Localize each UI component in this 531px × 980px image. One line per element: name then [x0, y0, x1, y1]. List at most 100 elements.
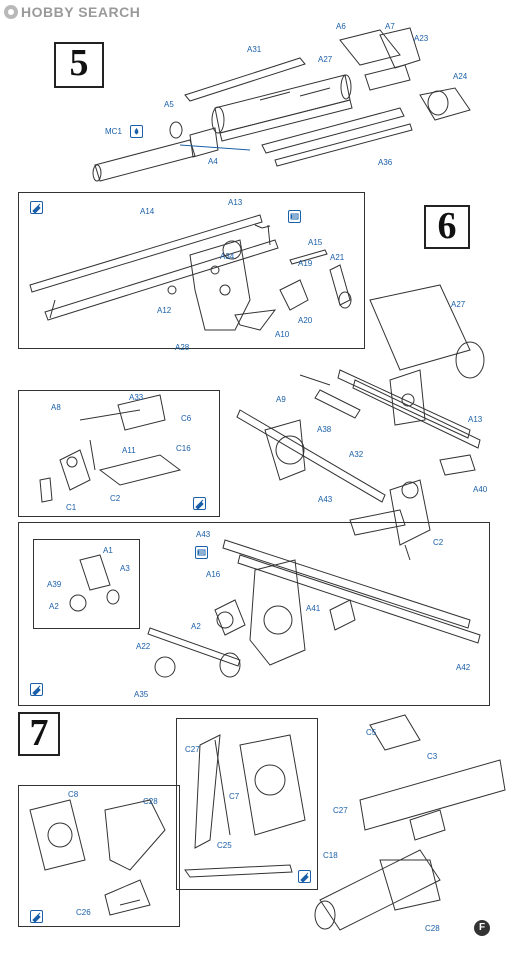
part-label: A39	[47, 580, 62, 589]
part-label: A24	[453, 72, 468, 81]
step7-trail	[359, 759, 506, 831]
part-label: A5	[164, 100, 174, 109]
step7-c28-plate	[379, 859, 441, 911]
part-label: C18	[323, 851, 338, 860]
cement-icon	[195, 546, 208, 559]
part-label: A13	[468, 415, 483, 424]
part-label: A3	[120, 564, 130, 573]
part-label: A1	[103, 546, 113, 555]
hobby-search-watermark: HOBBY SEARCH	[4, 4, 140, 20]
part-label: A36	[378, 158, 393, 167]
part-label: C7	[229, 792, 240, 801]
step7-c25-spade	[184, 864, 293, 878]
part-label: A32	[349, 450, 364, 459]
part-label: A13	[228, 198, 243, 207]
paint-brush-icon	[193, 497, 206, 510]
step6-a22-shaft	[147, 627, 241, 667]
part-label: A35	[134, 690, 149, 699]
part-label: A43	[196, 530, 211, 539]
part-label: C2	[433, 538, 444, 547]
part-label: A38	[317, 425, 332, 434]
part-label: A4	[208, 157, 218, 166]
part-label: A28	[175, 343, 190, 352]
part-label: C16	[176, 444, 191, 453]
step7-lower-trail	[319, 849, 441, 931]
paint-brush-icon	[298, 870, 311, 883]
step7-c27-shield	[194, 734, 221, 849]
step5-rail	[261, 107, 405, 154]
step6-lower-plate	[249, 559, 306, 666]
step-6-box: 6	[424, 205, 470, 249]
step6-lower-sub-inset	[33, 539, 140, 629]
part-label: C1	[66, 503, 77, 512]
step5-mc1-tube	[94, 139, 196, 182]
part-label: C25	[217, 841, 232, 850]
step6-top-inset	[18, 192, 365, 349]
part-label: C2	[110, 494, 121, 503]
step7-inset-center	[176, 718, 318, 890]
part-label: A2	[49, 602, 59, 611]
step6-c16-arm	[98, 454, 182, 486]
part-label: A20	[298, 316, 313, 325]
step6-a28-plate	[189, 239, 251, 331]
step7-c5-shield	[369, 714, 421, 751]
part-label: C6	[181, 414, 192, 423]
part-label: A7	[385, 22, 395, 31]
cement-icon	[288, 210, 301, 223]
part-label: A42	[456, 663, 471, 672]
part-label: A40	[473, 485, 488, 494]
step7-c26-spade	[104, 879, 151, 916]
part-label: A16	[206, 570, 221, 579]
step6-left-inset	[18, 390, 220, 517]
part-label: A27	[451, 300, 466, 309]
watermark-text: HOBBY SEARCH	[21, 4, 141, 20]
step5-recuperator	[214, 74, 351, 134]
part-label: A12	[157, 306, 172, 315]
part-label: A14	[140, 207, 155, 216]
part-label: A43	[318, 495, 333, 504]
part-label: A8	[51, 403, 61, 412]
part-label: A6	[336, 22, 346, 31]
step5-barrel-rod	[184, 57, 306, 102]
part-label: A15	[308, 238, 323, 247]
step6-rail-a42	[222, 539, 471, 629]
step7-inset-left	[18, 785, 180, 927]
part-label: A33	[129, 393, 144, 402]
part-label: C27	[185, 745, 200, 754]
part-label: A34	[220, 252, 235, 261]
paint-brush-icon	[30, 683, 43, 696]
part-label: C28	[425, 924, 440, 933]
part-label: A10	[275, 330, 290, 339]
sheet-f-badge: F	[474, 920, 490, 936]
part-label: A22	[136, 642, 151, 651]
step6-rail-a13	[337, 369, 471, 439]
step6-a27-barrel	[369, 284, 471, 371]
part-label: A23	[414, 34, 429, 43]
step6-rail-a43	[236, 409, 386, 503]
step-7-box: 7	[18, 712, 60, 756]
part-label: A19	[298, 259, 313, 268]
step6-c6-bracket	[117, 394, 166, 431]
hobby-search-logo-icon	[4, 5, 18, 19]
part-label: A21	[330, 253, 345, 262]
part-label: C8	[68, 790, 79, 799]
part-label: A31	[247, 45, 262, 54]
glue-drop-icon	[130, 125, 143, 138]
step-5-box: 5	[54, 42, 104, 88]
part-label: C3	[427, 752, 438, 761]
step7-c7-housing	[239, 734, 306, 836]
step6-rail-a14	[29, 214, 263, 293]
step7-c8-assembly	[29, 799, 86, 871]
part-label: A9	[276, 395, 286, 404]
paint-brush-icon	[30, 910, 43, 923]
step6-a8-pin	[79, 409, 141, 421]
part-label: MC1	[105, 127, 122, 136]
paint-brush-icon	[30, 201, 43, 214]
part-label: C26	[76, 908, 91, 917]
step6-lower-inset	[18, 522, 490, 706]
part-label: C27	[333, 806, 348, 815]
part-label: A41	[306, 604, 321, 613]
part-label: C28	[143, 797, 158, 806]
part-label: A2	[191, 622, 201, 631]
